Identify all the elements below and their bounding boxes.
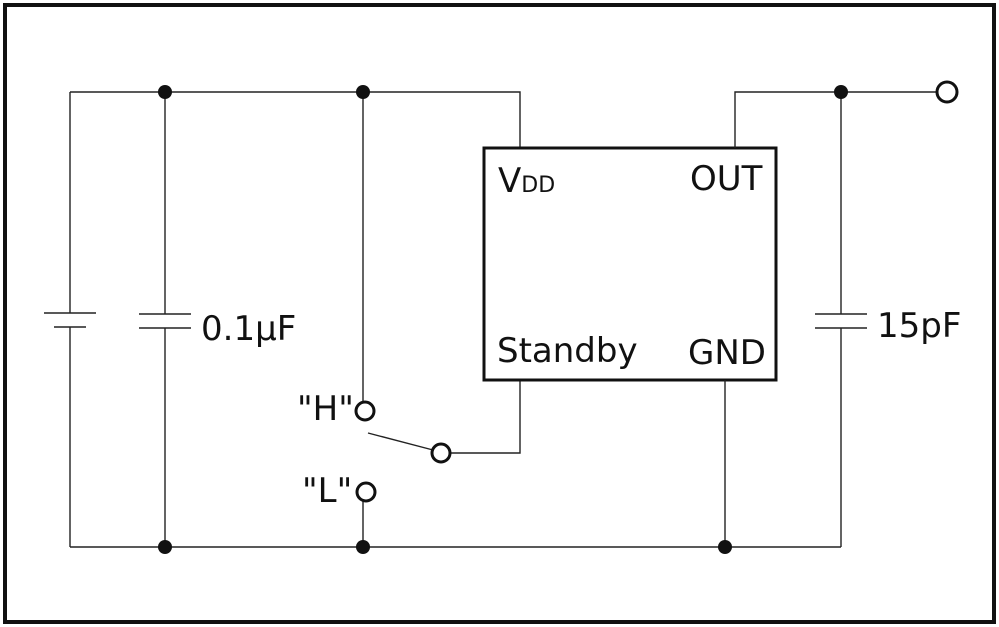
vdd-main-text: V (498, 161, 521, 201)
capacitor-icon (139, 313, 191, 329)
switch-common-terminal (430, 442, 452, 464)
junction-dot (718, 540, 732, 554)
junction-dot (158, 85, 172, 99)
chip-gnd-label: GND (688, 333, 766, 373)
bypass-cap-label: 0.1µF (201, 309, 296, 349)
chip-vdd-label: VDD (498, 161, 555, 201)
junction-dot (158, 540, 172, 554)
vdd-subscript-text: DD (521, 173, 555, 198)
battery-icon (44, 312, 96, 328)
chip-body (482, 146, 778, 382)
output-terminal (935, 80, 959, 104)
standby-wire (449, 381, 521, 454)
chip-standby-label: Standby (497, 331, 638, 371)
junction-dot (356, 540, 370, 554)
junction-dot (356, 85, 370, 99)
switch-low-terminal (355, 481, 377, 503)
switch-low-label: "L" (302, 471, 352, 511)
top-rail-wire (70, 91, 521, 148)
switch-high-label: "H" (297, 389, 354, 429)
load-cap-label: 15pF (877, 306, 961, 346)
diagram-frame (3, 3, 996, 624)
chip-out-label: OUT (690, 159, 763, 199)
out-wire (734, 91, 936, 148)
switch-lever (367, 432, 434, 451)
switch-high-terminal (354, 400, 376, 422)
load-capacitor-icon (815, 313, 867, 329)
junction-dot (834, 85, 848, 99)
